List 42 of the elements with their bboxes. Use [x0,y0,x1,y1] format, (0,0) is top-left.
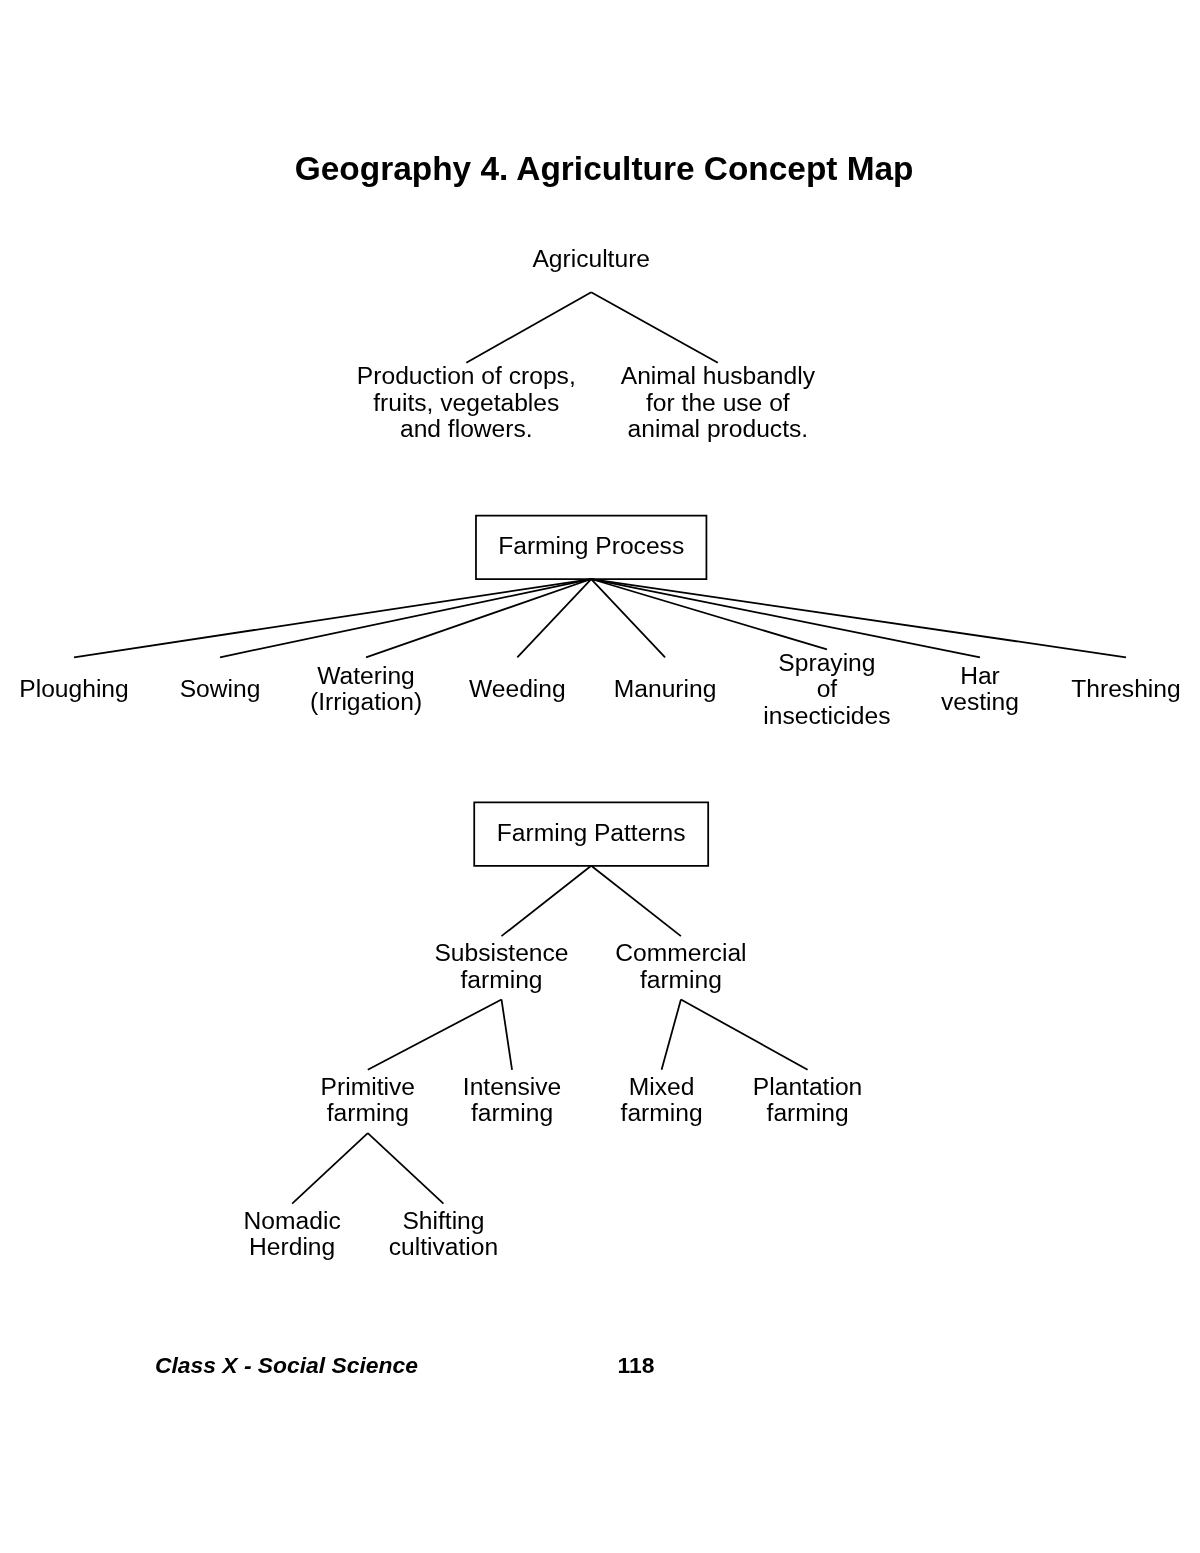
node-text: Nomadic Herding [243,1206,341,1260]
connector [365,577,593,658]
label: 118 [617,1351,655,1378]
connector [590,577,666,658]
label: Class X - Social Science [154,1351,418,1378]
node-text: Intensive farming [462,1072,562,1126]
node-text: Spraying of insecticides [763,648,891,729]
connector [516,577,593,658]
connector [73,577,593,658]
node-text: Agriculture [532,244,651,272]
connector [500,864,593,937]
node-text: Har vesting [940,661,1019,715]
node-text: Plantation farming [752,1072,863,1126]
node-text: Production of crops, fruits, vegetables and flowers. [356,361,576,442]
node-text: Commercial farming [615,938,747,992]
node-text: Ploughing [19,674,129,702]
connector [660,998,682,1071]
node-text: Manuring [613,674,717,702]
connector [590,577,828,650]
node-box: Farming Patterns [473,801,710,867]
node-text: Primitive farming [320,1072,415,1126]
connector [500,998,513,1071]
connector [680,998,809,1071]
connector [219,577,593,658]
node-text: Threshing [1071,674,1181,702]
node-text: Weeding [468,674,566,702]
connector [590,864,682,937]
node-text: Mixed farming [620,1072,703,1126]
node-text: Shifting cultivation [388,1206,499,1260]
diagram-title: Geography 4. Agriculture Concept Map [294,149,914,187]
connector [465,290,593,364]
node-text: Animal husbandly for the use of animal products. [620,361,815,442]
connector [366,1131,445,1204]
connector [590,290,719,364]
node-text: Watering (Irrigation) [309,661,423,715]
node-text: Sowing [179,674,261,702]
connector [590,577,1127,658]
connector [291,1131,369,1204]
connector [590,577,981,658]
connector [366,998,503,1071]
node-box: Farming Process [475,514,708,580]
node-text: Subsistence farming [434,938,569,992]
